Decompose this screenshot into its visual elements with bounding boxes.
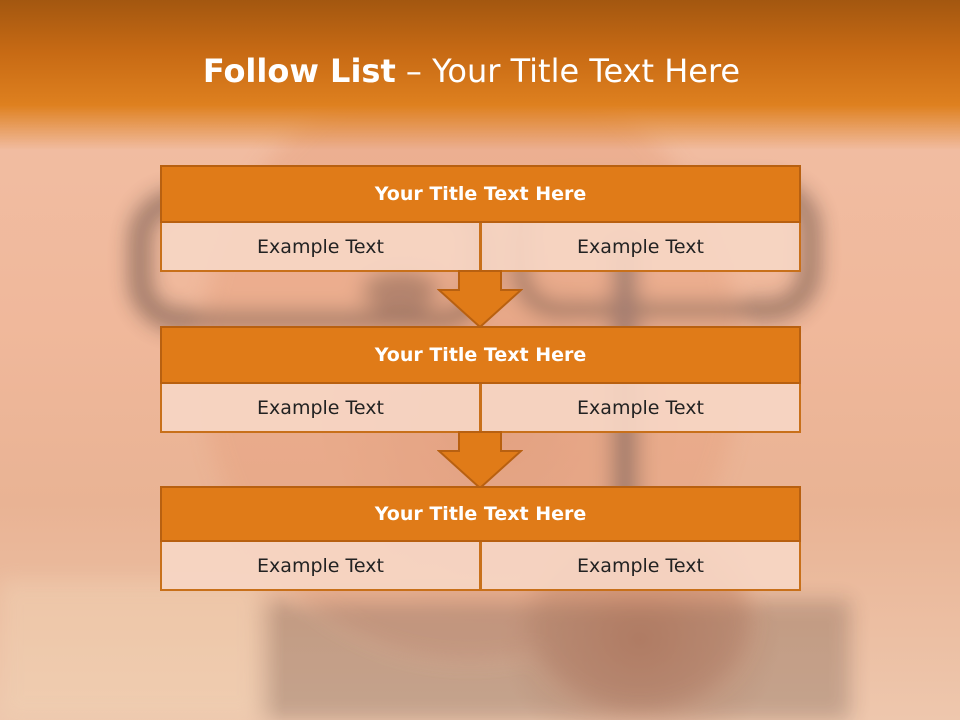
title-banner xyxy=(0,0,960,150)
step-title-3: Your Title Text Here xyxy=(160,486,801,542)
slide-title-rest: – Your Title Text Here xyxy=(395,52,741,90)
slide-title: Follow List – Your Title Text Here xyxy=(0,52,943,90)
step-3-left-text: Example Text xyxy=(160,542,481,591)
step-1-left-text: Example Text xyxy=(160,223,481,272)
down-arrow-icon-1 xyxy=(437,270,523,328)
step-title-2: Your Title Text Here xyxy=(160,326,801,384)
step-2-left-text: Example Text xyxy=(160,384,481,433)
slide-title-bold: Follow List xyxy=(202,52,396,90)
down-arrow-icon-2 xyxy=(437,431,523,489)
step-title-1: Your Title Text Here xyxy=(160,165,801,223)
step-2-right-text: Example Text xyxy=(480,384,801,433)
step-1-right-text: Example Text xyxy=(480,223,801,272)
step-3-right-text: Example Text xyxy=(480,542,801,591)
